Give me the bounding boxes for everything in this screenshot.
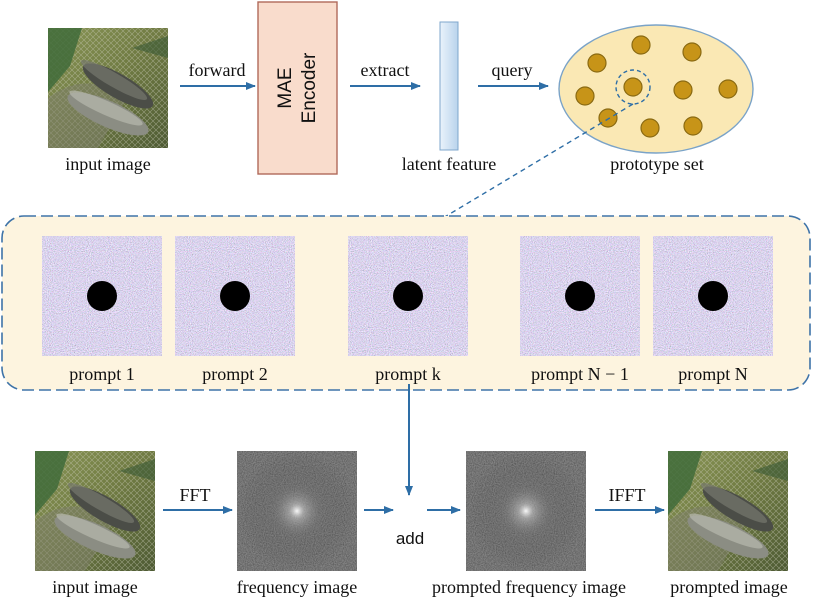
prototype-dot: [587, 53, 607, 73]
prompt-mask-circle: [565, 281, 595, 311]
prototype-dot: [640, 118, 660, 138]
prototype-dot: [718, 79, 738, 99]
prompt-mask-circle: [698, 281, 728, 311]
prompted-image-label: prompted image: [670, 577, 787, 597]
extract-label: extract: [361, 60, 410, 80]
latent-feature-label: latent feature: [402, 154, 496, 174]
prompt-tile: prompt 1: [42, 236, 162, 384]
bottom-input-image-label: input image: [52, 577, 137, 597]
encoder-label-line1: MAE: [275, 67, 296, 108]
input-image-thumbnail: [48, 28, 168, 148]
encoder-label-line2: Encoder: [299, 52, 320, 123]
prototype-set-label: prototype set: [610, 154, 703, 174]
prompt-mask-circle: [87, 281, 117, 311]
selected-prototype-ring: [615, 69, 651, 105]
prompted-frequency-image-label: prompted frequency image: [432, 577, 626, 597]
prototype-dot: [673, 80, 693, 100]
latent-feature-bar: [439, 21, 459, 151]
forward-label: forward: [189, 60, 246, 80]
prototype-dot: [683, 116, 703, 136]
prompt-tile: prompt k: [348, 236, 468, 384]
mae-encoder-block: [257, 1, 338, 175]
input-image-label: input image: [65, 154, 150, 174]
prompt-label: prompt 1: [69, 364, 135, 384]
bottom-input-image-thumbnail: [35, 451, 155, 571]
prompt-label: prompt 2: [202, 364, 268, 384]
frequency-center-glow: [237, 451, 357, 571]
frequency-image-label: frequency image: [237, 577, 357, 597]
ifft-label: IFFT: [608, 485, 645, 505]
prompt-tile: prompt N: [653, 236, 773, 384]
prompt-label: prompt N − 1: [531, 364, 629, 384]
prompted-image-thumbnail: [668, 451, 788, 571]
prototype-dot: [682, 42, 702, 62]
prototype-to-prompt-arrow: [412, 103, 634, 237]
prototype-dot: [598, 108, 618, 128]
prototype-dot: [631, 35, 651, 55]
prototype-dot: [575, 86, 595, 106]
prompt-mask-circle: [393, 281, 423, 311]
prompt-mask-circle: [220, 281, 250, 311]
prompt-tile: prompt 2: [175, 236, 295, 384]
prototype-dot-selected: [623, 77, 643, 97]
prompted-frequency-center-glow: [466, 451, 586, 571]
query-label: query: [492, 60, 533, 80]
fft-label: FFT: [179, 485, 210, 505]
prompt-label: prompt k: [375, 364, 441, 384]
prompt-tile: prompt N − 1: [520, 236, 640, 384]
prompt-label: prompt N: [678, 364, 748, 384]
prototype-dots: [575, 35, 738, 138]
add-label: add: [396, 529, 424, 548]
